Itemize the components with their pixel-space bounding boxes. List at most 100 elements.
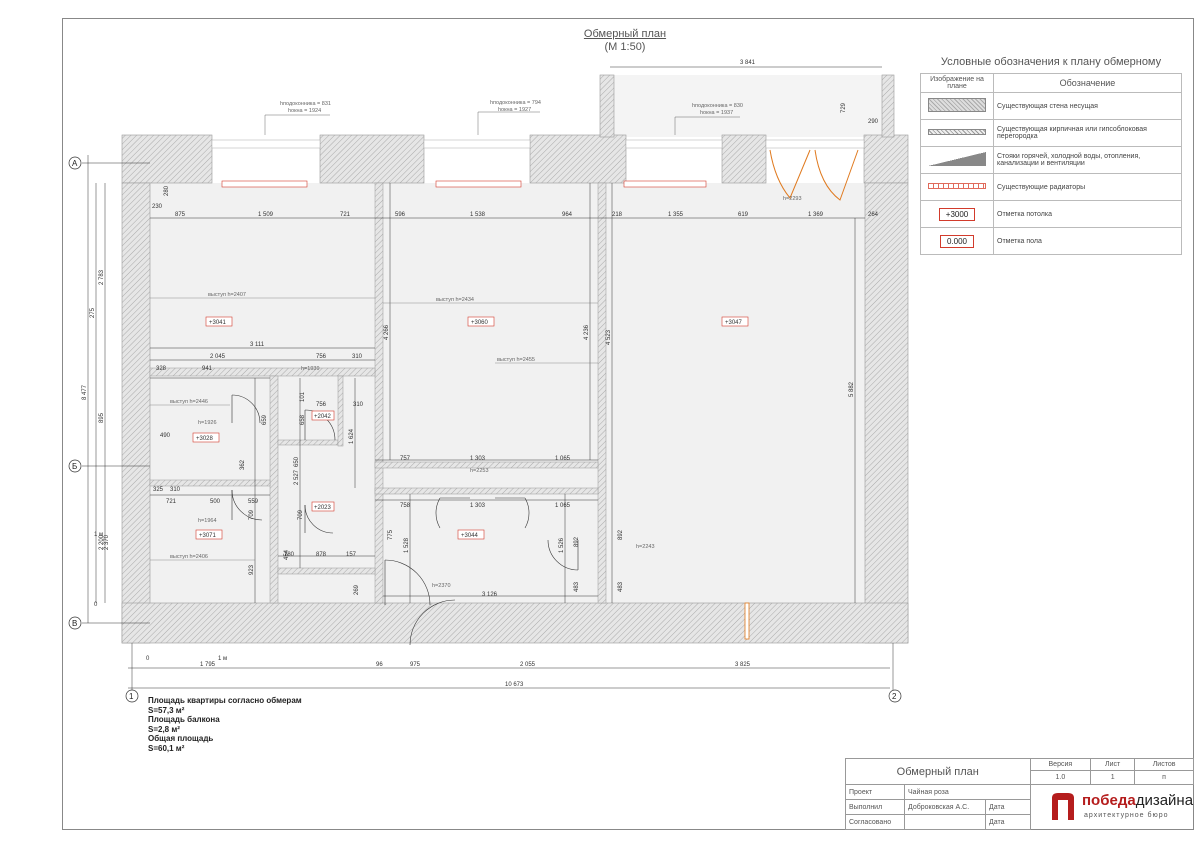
svg-text:264: 264: [868, 212, 879, 218]
stamp-version: 1.0: [1029, 770, 1092, 785]
svg-text:1 509: 1 509: [258, 212, 274, 218]
title-block: Обмерный план Версия Лист Листов 1.0 1 п…: [845, 758, 1194, 830]
riser-swatch: [928, 152, 986, 166]
note-h-6: h=2370: [432, 583, 451, 589]
legend-row-bearing-wall: Существующая стена несущая: [993, 92, 1182, 120]
svg-text:5 882: 5 882: [849, 381, 855, 397]
note-h-1: h=1939: [301, 366, 320, 372]
logo-mark-icon: [1052, 793, 1074, 820]
stamp-sheets-header: Листов: [1134, 758, 1194, 771]
svg-text:310: 310: [353, 402, 364, 408]
floor-mark-sample: 0.000: [939, 234, 975, 248]
ceiling-marks: [192, 316, 749, 540]
ceiling-mark-corridor: +3044: [461, 533, 479, 539]
axis-b-label: Б: [72, 462, 77, 471]
stamp-date-header: Дата: [985, 799, 1031, 815]
svg-text:325: 325: [153, 487, 164, 493]
legend-row-floor: Отметка пола: [993, 227, 1182, 255]
scale-zero-label: 0: [146, 656, 150, 662]
svg-text:180: 180: [284, 552, 295, 558]
area-summary: Площадь квартиры согласно обмерам S=57,3…: [148, 696, 302, 753]
svg-text:310: 310: [170, 487, 181, 493]
side-zero-label: 0: [94, 602, 98, 608]
ceiling-mark-room2: +3060: [471, 320, 489, 326]
stamp-sheet-header: Лист: [1090, 758, 1136, 771]
note-h-5: h=2243: [636, 544, 655, 550]
legend: Условные обозначения к плану обмерному И…: [920, 56, 1182, 255]
svg-text:3 111: 3 111: [250, 342, 265, 348]
side-meter-label: 1 м: [94, 532, 103, 538]
svg-text:892: 892: [574, 536, 580, 547]
ceiling-mark-bath: +2023: [314, 505, 332, 511]
dim-bottom-total: 10 673: [505, 682, 524, 688]
radiator-swatch: [928, 183, 986, 189]
svg-text:3 126: 3 126: [482, 592, 498, 598]
svg-text:721: 721: [166, 499, 177, 505]
svg-text:2 527: 2 527: [294, 469, 300, 485]
windows: [211, 139, 865, 149]
note-h-4: h=2253: [470, 468, 489, 474]
svg-text:596: 596: [395, 212, 406, 218]
dim-balcony-width: 3 841: [740, 60, 756, 66]
svg-text:1 526: 1 526: [559, 537, 565, 553]
window-2-height: hокна = 1927: [498, 107, 531, 113]
svg-text:619: 619: [738, 212, 749, 218]
partitions: [149, 182, 607, 604]
ceiling-mark-hall: +3028: [196, 436, 214, 442]
note-protrusion-2: выступ h=2434: [436, 297, 474, 303]
svg-text:756: 756: [316, 354, 327, 360]
logo-subtitle: архитектурное бюро: [1084, 812, 1169, 819]
svg-text:157: 157: [346, 552, 357, 558]
svg-text:964: 964: [562, 212, 573, 218]
svg-text:454: 454: [284, 549, 290, 560]
window-3-sill: hподоконника = 830: [692, 103, 743, 109]
stamp-project-header: Проект: [845, 784, 905, 800]
svg-text:230: 230: [152, 204, 163, 210]
svg-text:483: 483: [574, 581, 580, 592]
svg-text:101: 101: [300, 391, 306, 402]
svg-text:709: 709: [298, 509, 304, 520]
window-1-height: hокна = 1924: [288, 108, 321, 114]
legend-heading: Условные обозначения к плану обмерному: [940, 56, 1162, 68]
svg-text:483: 483: [618, 581, 624, 592]
axis-a-label: А: [72, 159, 78, 168]
svg-text:895: 895: [99, 412, 105, 423]
svg-text:275: 275: [90, 307, 96, 318]
svg-text:721: 721: [340, 212, 351, 218]
stamp-title: Обмерный план: [845, 758, 1031, 785]
ceiling-mark-entry: +3071: [199, 533, 217, 539]
svg-text:490: 490: [160, 433, 171, 439]
svg-text:709: 709: [249, 509, 255, 520]
stamp-sheet: 1: [1090, 770, 1136, 785]
legend-row-ceiling: Отметка потолка: [993, 200, 1182, 228]
window-2-sill: hподоконника = 794: [490, 100, 541, 106]
dimension-lines: [87, 66, 890, 689]
axis-v-label: В: [72, 619, 77, 628]
window-1-sill: hподоконника = 831: [280, 101, 331, 107]
area-balcony-value: S=2,8 м²: [148, 724, 180, 734]
balcony-doors: [769, 149, 859, 201]
plan-scale: (М 1:50): [604, 41, 646, 53]
dim-balcony-small: 290: [868, 119, 879, 125]
note-h-7: h=2293: [783, 196, 802, 202]
svg-text:362: 362: [240, 459, 246, 470]
area-apartment-value: S=57,3 м²: [148, 705, 185, 715]
area-total-label: Общая площадь: [148, 734, 214, 743]
area-balcony-label: Площадь балкона: [148, 715, 220, 724]
svg-text:4 523: 4 523: [606, 329, 612, 345]
axis-bubbles: [68, 156, 902, 703]
svg-text:757: 757: [400, 456, 411, 462]
stamp-version-header: Версия: [1029, 758, 1092, 771]
svg-text:2 200: 2 200: [99, 534, 105, 550]
studio-logo: победадизайна архитектурное бюро: [1050, 790, 1193, 826]
svg-text:875: 875: [175, 212, 186, 218]
note-h-2: h=1926: [198, 420, 217, 426]
scale-meter-label: 1 м: [218, 656, 227, 662]
area-total-value: S=60,1 м²: [148, 743, 185, 753]
svg-text:1 065: 1 065: [555, 503, 571, 509]
logo-brand-a: победа: [1082, 792, 1136, 809]
svg-text:328: 328: [156, 366, 167, 372]
logo-text: победадизайна: [1082, 792, 1193, 809]
area-apartment-label: Площадь квартиры согласно обмерам: [148, 696, 302, 705]
svg-text:2 783: 2 783: [99, 269, 105, 285]
